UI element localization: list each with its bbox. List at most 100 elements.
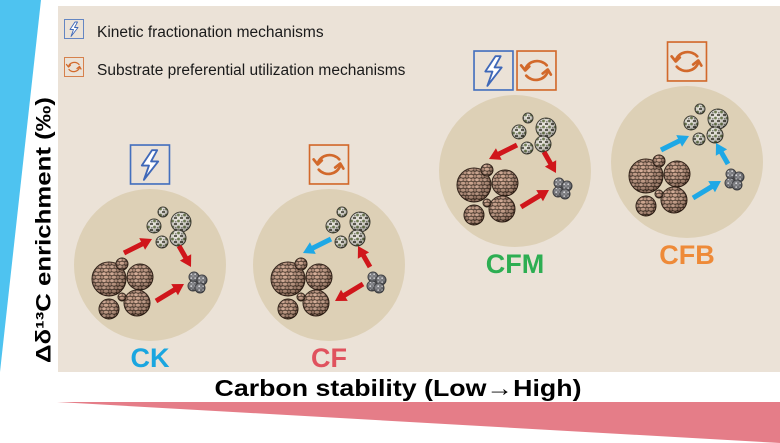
large-aggregate-shading <box>464 205 484 225</box>
medium-aggregate-cluster <box>146 206 192 249</box>
aggregates <box>456 112 573 226</box>
y-axis-label: Δδ¹³C enrichment (‰) <box>33 97 56 363</box>
arrow-shaft <box>691 184 714 201</box>
flow-arrow-medium-to-small <box>541 150 557 173</box>
medium-aggregate-cluster <box>325 206 371 249</box>
arrowhead <box>536 190 549 202</box>
small-aggregate-shading <box>734 172 744 182</box>
large-aggregate-shading <box>297 293 305 301</box>
arrow-shaft <box>718 150 731 166</box>
medium-aggregate-cluster <box>511 112 557 155</box>
large-aggregate-cluster <box>628 154 691 217</box>
aggregates <box>91 206 208 320</box>
arrow-shaft <box>342 281 365 298</box>
large-aggregate-cluster <box>91 257 154 320</box>
treatment-cf: CF <box>253 144 405 373</box>
medium-aggregate-shading <box>335 236 347 248</box>
medium-aggregate-shading <box>523 113 533 123</box>
treatment-ck: CK <box>74 144 226 373</box>
arrow-shaft <box>519 193 542 210</box>
medium-aggregate-shading <box>349 230 365 246</box>
arrow-shaft <box>360 253 373 269</box>
arrowhead <box>715 143 728 156</box>
medium-aggregate-cluster <box>683 103 729 146</box>
large-aggregate-shading <box>116 258 128 270</box>
flow-arrow-large-to-small <box>519 190 549 210</box>
arrowhead <box>303 242 316 254</box>
large-aggregate-shading <box>481 164 493 176</box>
small-aggregate-shading <box>368 272 378 282</box>
arrow-shaft <box>176 244 189 260</box>
treatment-label: CFM <box>486 249 544 279</box>
arrow-shaft <box>122 241 145 256</box>
legend-item-substrate: Substrate preferential utilization mecha… <box>64 57 406 79</box>
medium-aggregate-shading <box>521 142 533 154</box>
treatment-circle <box>74 189 226 341</box>
large-aggregate-shading <box>661 187 687 213</box>
arrowhead <box>139 238 152 250</box>
legend-item-kinetic: Kinetic fractionation mechanisms <box>64 19 324 41</box>
large-aggregate-shading <box>653 155 665 167</box>
large-aggregate-shading <box>124 290 150 316</box>
treatment-cfm: CFM <box>439 50 591 279</box>
medium-aggregate-shading <box>156 236 168 248</box>
arrow-shaft <box>496 142 519 157</box>
flow-arrow-medium-to-small <box>176 244 192 267</box>
large-aggregate-shading <box>127 264 153 290</box>
large-aggregate-shading <box>306 264 332 290</box>
large-aggregate-shading <box>303 290 329 316</box>
carbon-flow-arrows <box>122 238 192 304</box>
large-aggregate-shading <box>483 199 491 207</box>
carbon-flow-arrows <box>659 135 731 201</box>
treatment-circle <box>439 95 591 247</box>
large-aggregate-shading <box>278 299 298 319</box>
large-aggregate-shading <box>271 262 305 296</box>
large-aggregate-shading <box>118 293 126 301</box>
large-aggregate-shading <box>492 170 518 196</box>
large-aggregate-shading <box>489 196 515 222</box>
medium-aggregate-shading <box>158 207 168 217</box>
large-aggregate-shading <box>92 262 126 296</box>
flow-arrow-medium-to-large <box>303 236 333 254</box>
small-aggregate-cluster <box>724 168 745 191</box>
small-aggregate-shading <box>376 275 386 285</box>
flow-arrow-large-to-medium <box>659 135 689 153</box>
treatment-cfb: CFB <box>611 41 763 270</box>
flow-arrow-small-to-large <box>335 281 365 301</box>
arrow-shaft <box>154 287 177 304</box>
flow-arrow-small-to-medium <box>357 246 373 269</box>
treatment-circle <box>253 189 405 341</box>
large-aggregate-shading <box>636 196 656 216</box>
arrowhead <box>179 254 192 267</box>
small-aggregate-shading <box>732 180 742 190</box>
small-aggregate-shading <box>189 272 199 282</box>
large-aggregate-shading <box>295 258 307 270</box>
medium-aggregate-shading <box>350 212 370 232</box>
small-aggregate-cluster <box>366 271 387 294</box>
legend: Kinetic fractionation mechanisms Substra… <box>64 19 406 79</box>
small-aggregate-shading <box>197 275 207 285</box>
legend-label: Kinetic fractionation mechanisms <box>97 24 324 41</box>
small-aggregate-shading <box>726 169 736 179</box>
small-aggregate-shading <box>374 283 384 293</box>
small-aggregate-cluster <box>187 271 208 294</box>
arrowhead <box>544 160 557 173</box>
medium-aggregate-shading <box>170 230 186 246</box>
large-aggregate-shading <box>629 159 663 193</box>
large-aggregate-shading <box>99 299 119 319</box>
x-axis-label: Carbon stability (Low→High) <box>215 375 582 401</box>
small-aggregate-shading <box>195 283 205 293</box>
treatment-label: CF <box>311 343 347 373</box>
medium-aggregate-shading <box>693 133 705 145</box>
flow-arrow-medium-to-large <box>489 142 519 160</box>
medium-aggregate-shading <box>708 109 728 129</box>
medium-aggregate-shading <box>536 118 556 138</box>
large-aggregate-shading <box>664 161 690 187</box>
medium-aggregate-shading <box>147 219 161 233</box>
medium-aggregate-shading <box>326 219 340 233</box>
medium-aggregate-shading <box>512 125 526 139</box>
arrowhead <box>708 181 721 193</box>
arrowhead <box>357 246 370 259</box>
aggregates <box>270 206 387 320</box>
